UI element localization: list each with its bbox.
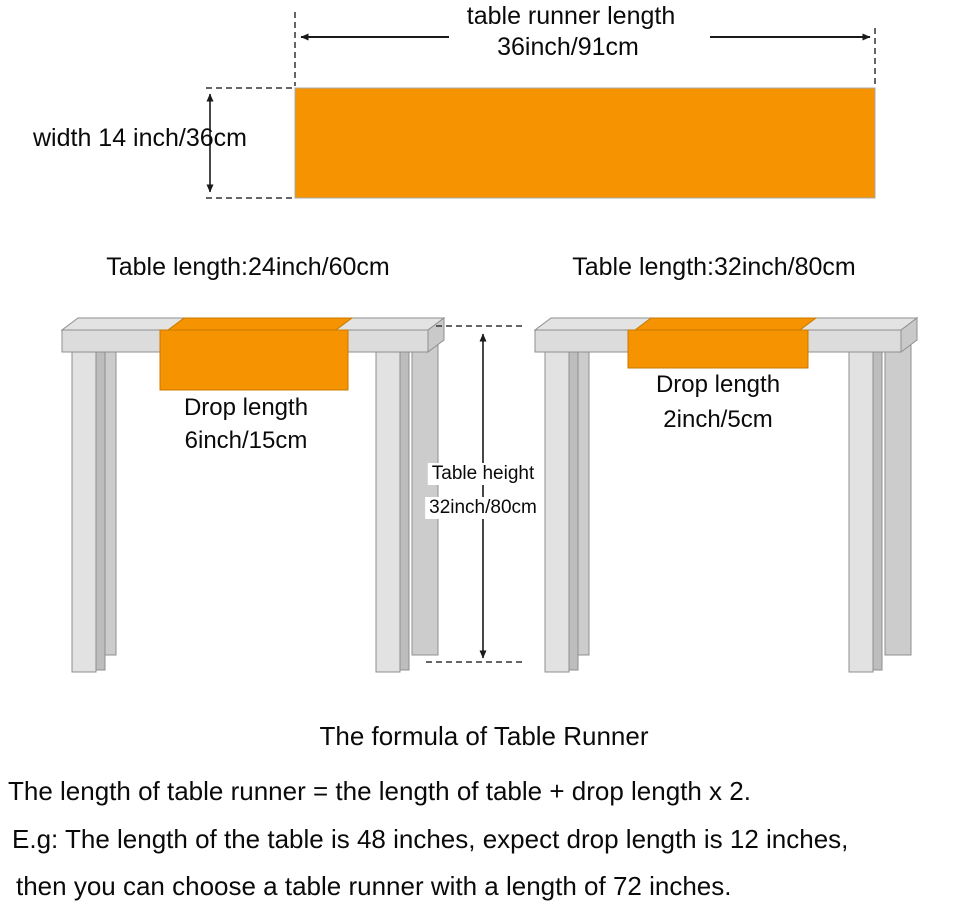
formula-title: The formula of Table Runner	[319, 721, 649, 751]
left-drop-label-line2: 6inch/15cm	[184, 427, 308, 454]
right-table-front-left-leg-side	[568, 351, 579, 671]
left-table-front-right-leg	[375, 351, 401, 673]
left-table-front-left-leg	[71, 351, 97, 673]
right-table-length-label: Table length:32inch/80cm	[572, 253, 856, 281]
left-table-front-left-leg-side	[95, 351, 106, 671]
formula-line3: then you can choose a table runner with …	[16, 871, 732, 901]
right-table-drawing	[533, 317, 919, 673]
left-runner-top	[166, 317, 354, 331]
table-runner-rect	[294, 87, 876, 199]
formula-line1: The length of table runner = the length …	[8, 776, 751, 806]
right-table-back-right-leg	[884, 343, 912, 656]
runner-length-label-line1: table runner length	[466, 2, 676, 30]
right-drop-label-line2: 2inch/5cm	[663, 406, 773, 433]
right-table-front-right-leg-side	[872, 351, 883, 671]
table-height-label-line1: Table height	[427, 463, 539, 485]
formula-line2: E.g: The length of the table is 48 inche…	[12, 824, 849, 854]
table-height-label-line2: 32inch/80cm	[425, 497, 541, 519]
left-runner-drop	[159, 329, 349, 391]
right-runner-top	[633, 317, 818, 331]
left-drop-label-line1: Drop length	[183, 394, 309, 421]
right-runner-drop	[627, 329, 809, 369]
right-table-front-left-leg	[544, 351, 570, 673]
left-table-length-label: Table length:24inch/60cm	[106, 253, 390, 281]
left-table-drawing	[60, 317, 446, 673]
runner-length-label-line2: 36inch/91cm	[497, 33, 639, 61]
right-table-front-right-leg	[848, 351, 874, 673]
left-table-front-right-leg-side	[399, 351, 410, 671]
right-drop-label-line1: Drop length	[655, 371, 781, 398]
runner-width-label: width 14 inch/36cm	[33, 124, 248, 152]
